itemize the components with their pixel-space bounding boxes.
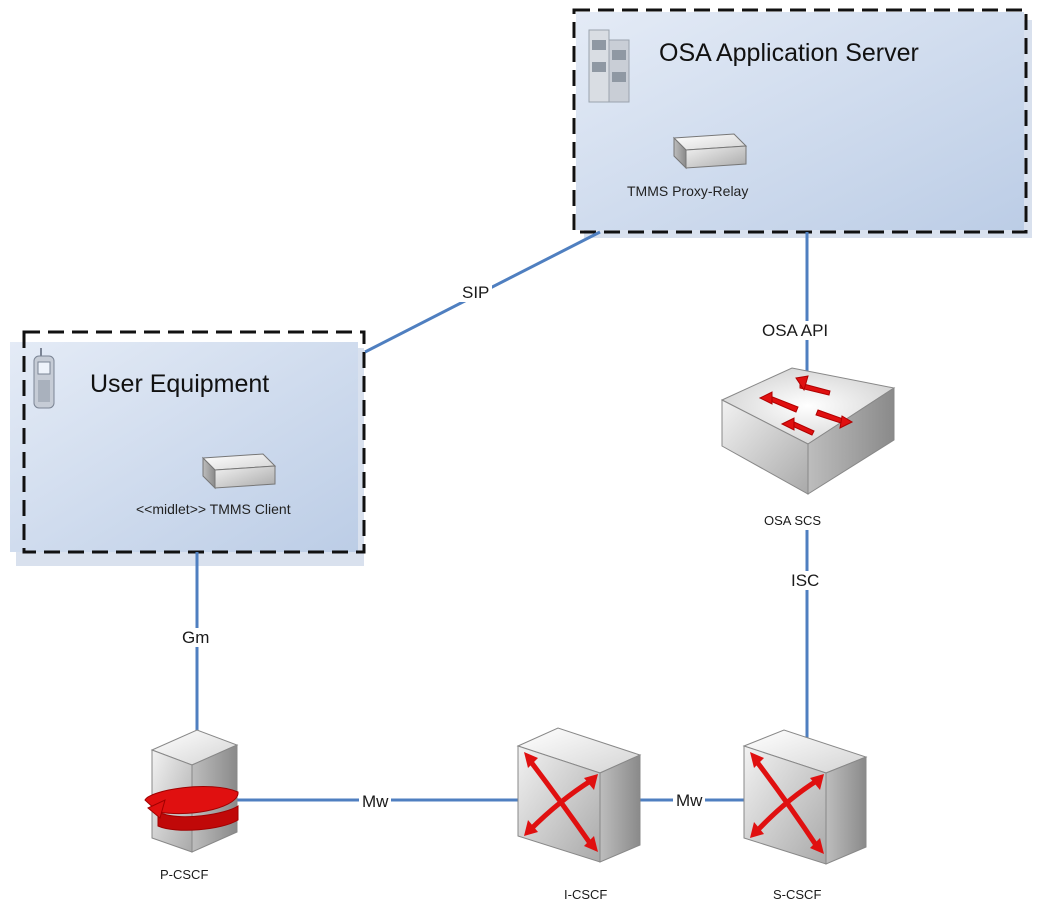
mw-right-link-label: Mw [673,791,706,810]
i-cscf-label: I-CSCF [564,887,608,902]
osa-api-link-label: OSA API [759,321,832,340]
tmms-client-icon [201,453,277,490]
osa-scs-label: OSA SCS [764,513,822,528]
server-rack-icon [588,29,630,103]
tmms-client-label: <<midlet>> TMMS Client [136,501,291,517]
tmms-proxy-relay-icon [672,133,748,170]
p-cscf-label: P-CSCF [160,867,209,882]
user-equipment-title: User Equipment [90,370,270,398]
gm-link-label: Gm [179,628,213,647]
osa-app-server-title: OSA Application Server [659,39,919,67]
sip-link-label: SIP [459,283,493,302]
i-cscf-icon [516,727,642,863]
user-equipment-group [10,330,366,566]
osa-app-server-group [572,8,1032,238]
osa-scs-switch-icon [720,367,896,495]
mw-left-link-label: Mw [359,792,392,811]
tmms-proxy-relay-label: TMMS Proxy-Relay [627,183,749,199]
isc-link-label: ISC [788,571,823,590]
s-cscf-label: S-CSCF [773,887,822,902]
s-cscf-icon [742,729,868,865]
p-cscf-icon [144,729,239,853]
mobile-phone-icon [33,348,55,409]
